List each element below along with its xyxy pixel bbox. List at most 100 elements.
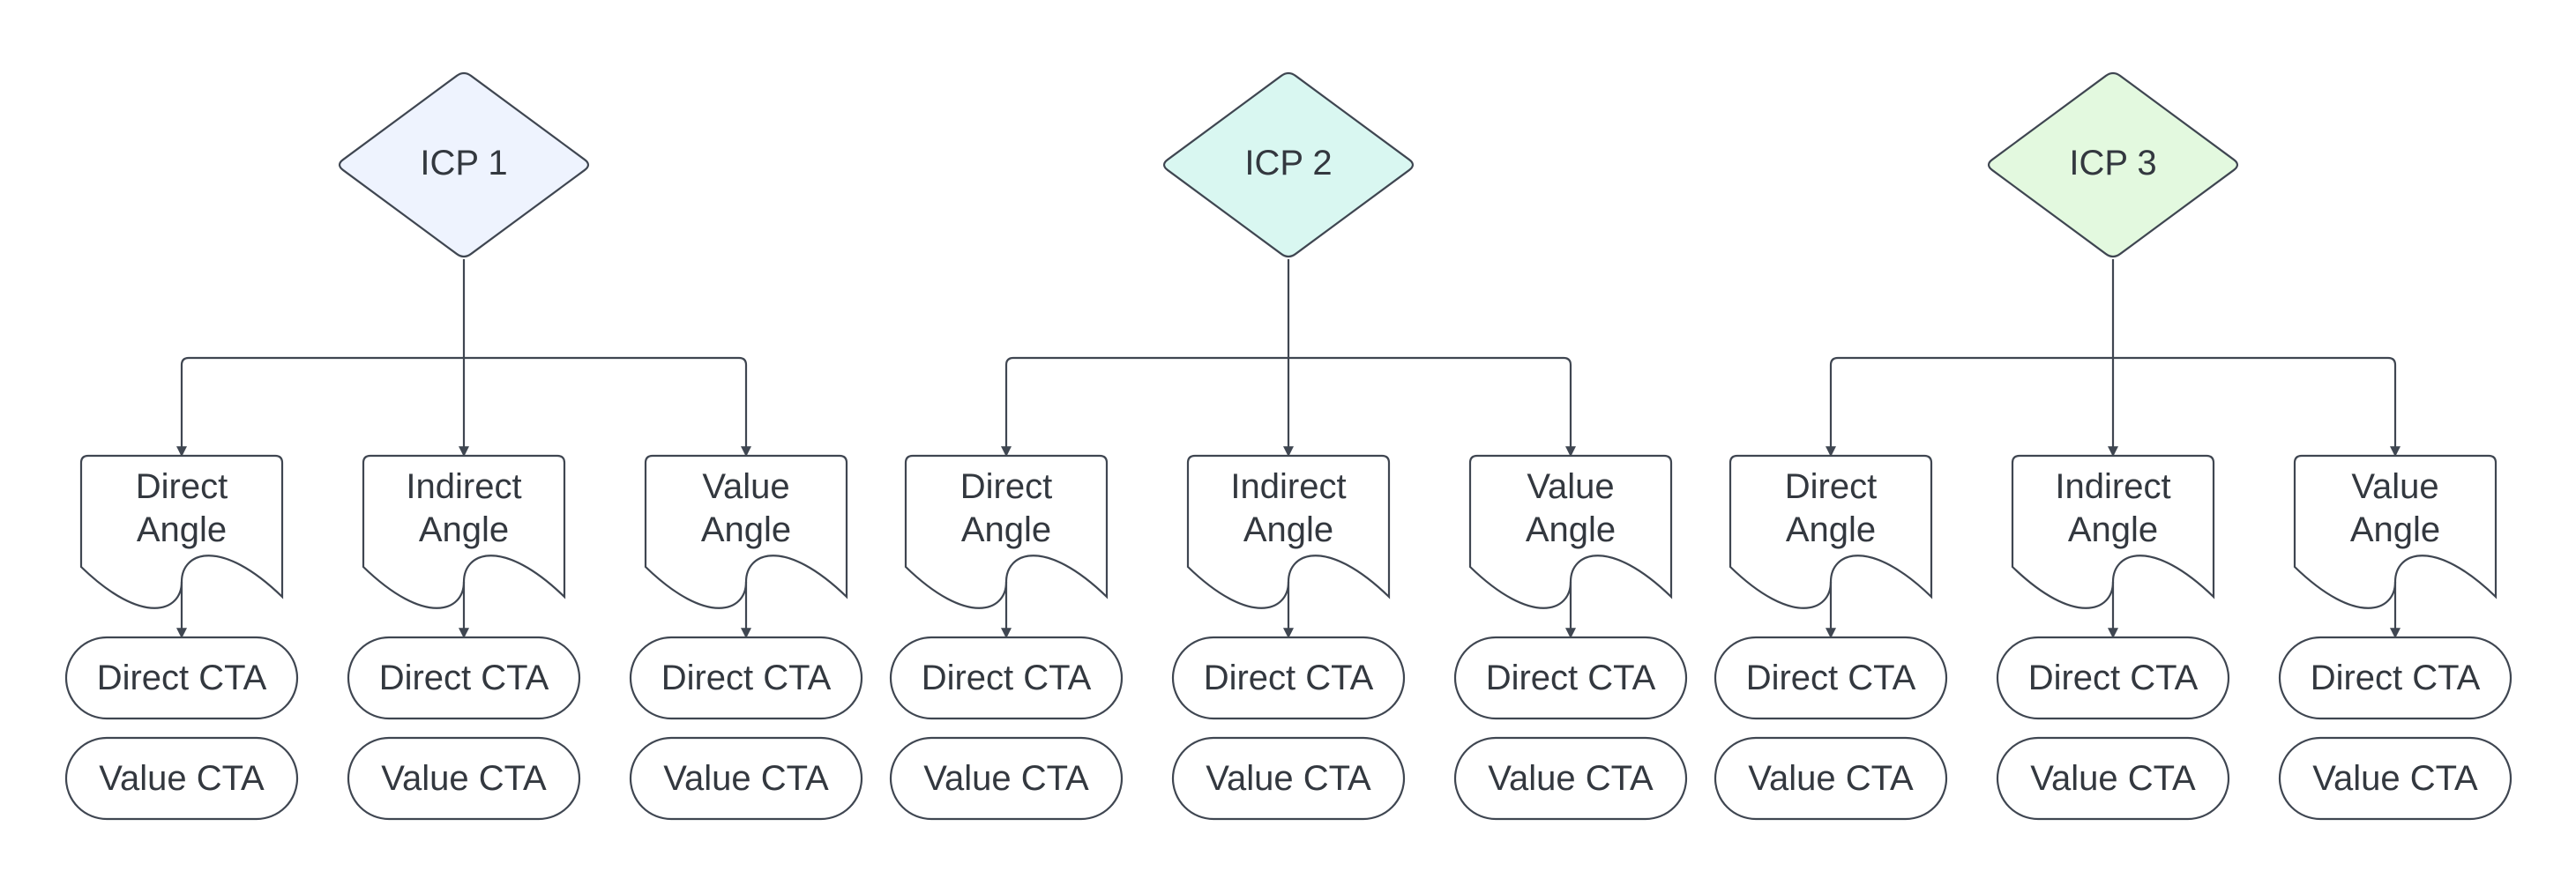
cta-pill-shape (1171, 636, 1406, 720)
cta-node[interactable]: Direct CTA (64, 636, 299, 720)
cta-node[interactable]: Direct CTA (1996, 636, 2230, 720)
branch-arrow-3 (2113, 356, 2401, 458)
cta-pill-shape (1714, 736, 1948, 821)
cta-label: Value CTA (381, 759, 547, 798)
cta-pill-shape (64, 736, 299, 821)
angle-document-shape (79, 454, 284, 609)
angle-label-line1: Indirect (1230, 467, 1346, 506)
icp-label: ICP 1 (420, 144, 507, 182)
cta-pill-shape (889, 736, 1124, 821)
cta-label: Value CTA (2312, 759, 2478, 798)
angle-label-line1: Indirect (2055, 467, 2170, 506)
angle-document-shape (1468, 454, 1673, 609)
icp-decision-node[interactable]: ICP 2 (1162, 71, 1415, 258)
branch-arrow-1 (176, 356, 464, 458)
icp-decision-node[interactable]: ICP 3 (1987, 71, 2239, 258)
angle-document-shape (2011, 454, 2215, 609)
cta-pill-shape (629, 636, 863, 720)
cta-label: Direct CTA (379, 659, 549, 697)
cta-node[interactable]: Direct CTA (629, 636, 863, 720)
angle-label-line2: Angle (701, 510, 791, 549)
cta-label: Direct CTA (97, 659, 267, 697)
cta-pill-shape (2278, 636, 2513, 720)
angle-document-shape (362, 454, 566, 609)
cta-pill-shape (889, 636, 1124, 720)
cta-node[interactable]: Value CTA (2278, 736, 2513, 821)
cta-label: Direct CTA (1746, 659, 1916, 697)
cta-node[interactable]: Value CTA (347, 736, 581, 821)
cta-pill-shape (1996, 736, 2230, 821)
icp-diamond-shape (1162, 71, 1415, 258)
icp-label: ICP 3 (2069, 144, 2156, 182)
angle-label-line2: Angle (961, 510, 1051, 549)
cta-label: Value CTA (1748, 759, 1914, 798)
angle-document-shape (644, 454, 848, 609)
angle-label-line1: Direct (1785, 467, 1877, 506)
icp-diamond-shape (338, 71, 590, 258)
cta-node[interactable]: Direct CTA (889, 636, 1124, 720)
cta-label: Value CTA (2030, 759, 2196, 798)
angle-document-shape (1186, 454, 1391, 609)
connector-lines (1001, 259, 1576, 458)
cta-node[interactable]: Direct CTA (347, 636, 581, 720)
angle-label-line2: Angle (1243, 510, 1333, 549)
branch-arrow-3 (1288, 356, 1576, 458)
cta-node[interactable]: Value CTA (1171, 736, 1406, 821)
angle-label-line2: Angle (1526, 510, 1616, 549)
cta-pill-shape (1171, 736, 1406, 821)
cta-node[interactable]: Direct CTA (1453, 636, 1688, 720)
angle-label-line2: Angle (1786, 510, 1876, 549)
cta-pill-shape (64, 636, 299, 720)
cta-node[interactable]: Direct CTA (1171, 636, 1406, 720)
angle-label-line2: Angle (137, 510, 227, 549)
angle-document-shape (2293, 454, 2498, 609)
cta-node[interactable]: Value CTA (1714, 736, 1948, 821)
icp-diamond-shape (1987, 71, 2239, 258)
cta-node[interactable]: Value CTA (1996, 736, 2230, 821)
cta-node[interactable]: Direct CTA (1714, 636, 1948, 720)
cta-pill-shape (1453, 736, 1688, 821)
angle-label-line1: Direct (136, 467, 228, 506)
cta-node[interactable]: Direct CTA (2278, 636, 2513, 720)
cta-label: Value CTA (1488, 759, 1654, 798)
cta-label: Value CTA (663, 759, 829, 798)
cta-pill-shape (1996, 636, 2230, 720)
cta-label: Direct CTA (661, 659, 832, 697)
cta-pill-shape (2278, 736, 2513, 821)
angle-label-line2: Angle (2350, 510, 2440, 549)
icp-decision-node[interactable]: ICP 1 (338, 71, 590, 258)
cta-label: Value CTA (99, 759, 265, 798)
angle-document-shape (904, 454, 1109, 609)
cta-label: Direct CTA (922, 659, 1092, 697)
cta-node[interactable]: Value CTA (64, 736, 299, 821)
cta-pill-shape (347, 736, 581, 821)
connector-lines (1826, 259, 2401, 458)
cta-label: Value CTA (923, 759, 1089, 798)
angle-label-line1: Indirect (406, 467, 521, 506)
cta-node[interactable]: Value CTA (889, 736, 1124, 821)
angle-label-line1: Value (2351, 467, 2438, 506)
cta-node[interactable]: Value CTA (629, 736, 863, 821)
icp-label: ICP 2 (1244, 144, 1332, 182)
cta-node[interactable]: Value CTA (1453, 736, 1688, 821)
cta-label: Direct CTA (1204, 659, 1374, 697)
cta-pill-shape (1453, 636, 1688, 720)
angle-label-line1: Value (702, 467, 789, 506)
cta-pill-shape (1714, 636, 1948, 720)
angle-label-line2: Angle (419, 510, 509, 549)
angle-label-line1: Direct (960, 467, 1052, 506)
cta-pill-shape (629, 736, 863, 821)
angle-label-line2: Angle (2068, 510, 2158, 549)
